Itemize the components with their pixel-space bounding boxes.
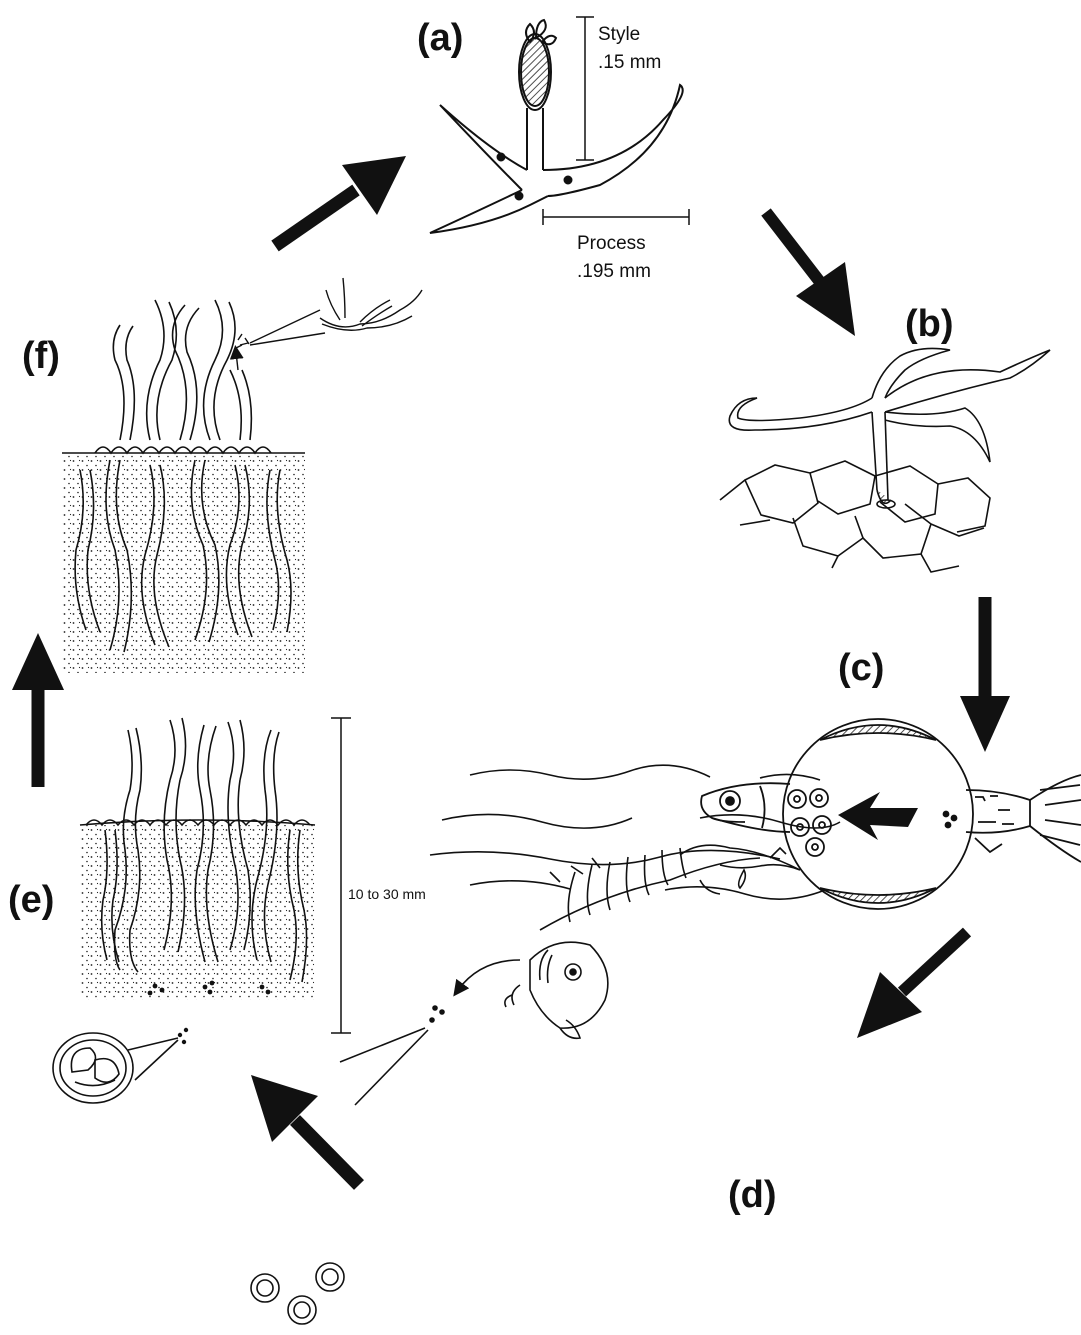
arrow-f-to-a bbox=[275, 156, 406, 246]
spore-attaching-skin bbox=[720, 348, 1050, 572]
label-f: (f) bbox=[22, 335, 60, 377]
label-d: (d) bbox=[728, 1174, 777, 1216]
style-measure bbox=[576, 17, 594, 160]
arrow-e-to-f bbox=[12, 633, 64, 787]
style-value: .15 mm bbox=[598, 52, 661, 73]
dead-fish-decomposing bbox=[430, 765, 840, 1038]
label-b: (b) bbox=[905, 303, 954, 345]
style-title: Style bbox=[598, 24, 640, 45]
label-c: (c) bbox=[838, 647, 884, 689]
tube-length-label: 10 to 30 mm bbox=[348, 886, 426, 902]
tube-length-measure bbox=[331, 718, 351, 1033]
label-e: (e) bbox=[8, 879, 54, 921]
process-measure bbox=[543, 209, 689, 225]
process-value: .195 mm bbox=[577, 261, 651, 282]
arrow-d-to-e bbox=[251, 1075, 359, 1185]
arrow-c-to-d bbox=[857, 932, 967, 1038]
arrow-a-to-b bbox=[766, 212, 855, 336]
label-a: (a) bbox=[417, 17, 463, 59]
migration-arrow bbox=[838, 792, 918, 840]
worms-in-sediment-f bbox=[62, 278, 422, 673]
worms-in-sediment-e bbox=[53, 718, 315, 1103]
process-title: Process bbox=[577, 233, 646, 254]
arrow-b-to-c bbox=[960, 597, 1010, 752]
